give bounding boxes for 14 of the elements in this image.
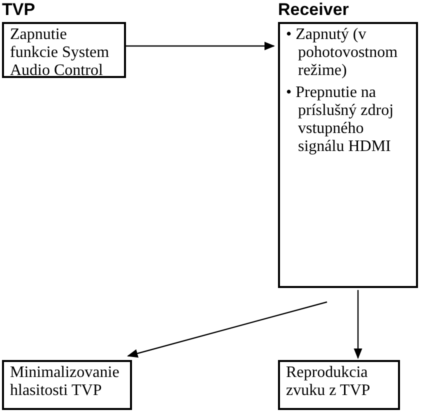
process-box [278, 360, 400, 410]
arrow [126, 42, 276, 50]
process-box [2, 360, 132, 410]
box-text: Reprodukcia zvuku z TVP [286, 364, 372, 400]
column-heading: TVP [2, 0, 36, 20]
arrow [126, 301, 328, 358]
box-text: Zapnutie funkcie System Audio Control [10, 26, 110, 80]
box-text: Minimalizovanie hlasitosti TVP [10, 364, 120, 400]
arrow [354, 290, 362, 360]
process-box [2, 22, 126, 78]
process-box [278, 22, 418, 288]
list-item-text: • Prepnutie na príslušný zdroj vstupného signálu HDMI [286, 84, 395, 156]
column-heading: Receiver [278, 0, 349, 20]
list-item-text: • Zapnutý (v pohotovostnom režime) [286, 26, 399, 80]
